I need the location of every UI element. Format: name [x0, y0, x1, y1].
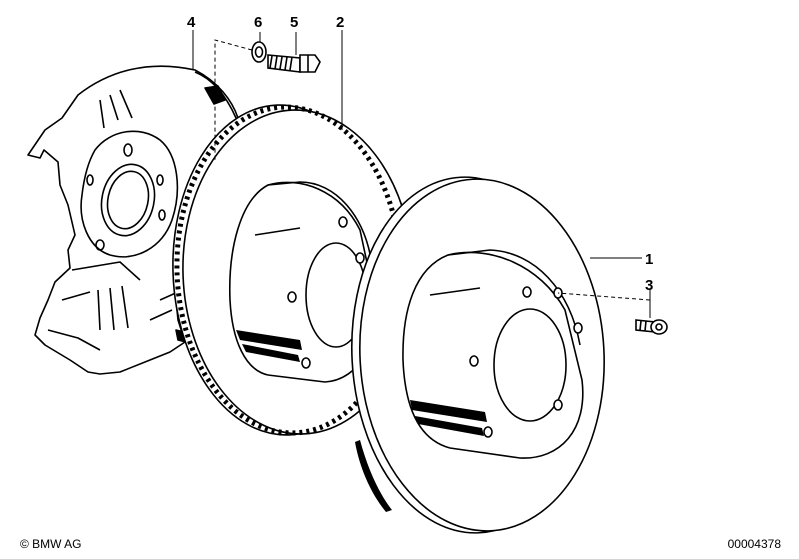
document-number: 00004378 [727, 537, 781, 551]
screw-part-3 [635, 319, 668, 335]
callout-6: 6 [254, 14, 262, 31]
callout-3: 3 [645, 277, 653, 294]
callout-1: 1 [645, 251, 653, 268]
bolt-part-5 [267, 54, 321, 73]
brake-disc-solid [350, 176, 605, 534]
callout-2: 2 [336, 14, 344, 31]
callout-5: 5 [290, 14, 298, 31]
dust-shield [27, 65, 239, 375]
callout-4: 4 [187, 14, 196, 31]
leader-lines [192, 30, 651, 318]
washer-part-6 [251, 41, 267, 63]
copyright-text: © BMW AG [20, 537, 82, 551]
